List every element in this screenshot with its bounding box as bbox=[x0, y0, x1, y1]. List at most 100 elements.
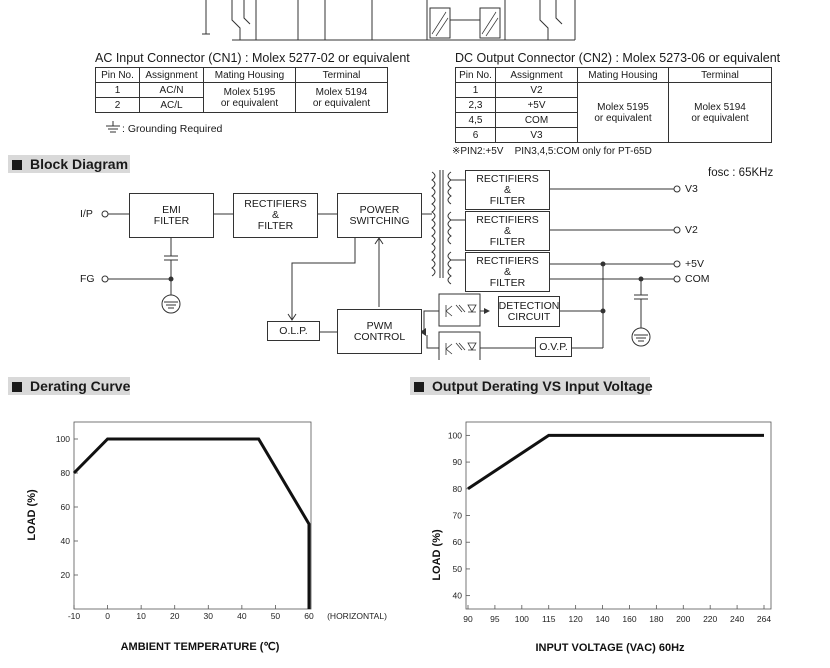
x-tick-label: 40 bbox=[237, 611, 247, 621]
ac-row2-pin: 2 bbox=[95, 97, 140, 113]
y-tick-label: 80 bbox=[453, 484, 463, 494]
dc-row2-pin: 2,3 bbox=[455, 97, 496, 113]
y-tick-label: 70 bbox=[453, 511, 463, 521]
dc-terminal: Molex 5194 or equivalent bbox=[668, 82, 772, 143]
dc-row4-pin: 6 bbox=[455, 127, 496, 143]
optocoupler-icon bbox=[445, 304, 477, 355]
dc-row2-assignment: +5V bbox=[495, 97, 578, 113]
derating-curve-heading: Derating Curve bbox=[8, 377, 130, 395]
y-tick-label: 40 bbox=[453, 591, 463, 601]
mechanical-drawing-fragment bbox=[202, 0, 576, 41]
dc-row3-assignment: COM bbox=[495, 112, 578, 128]
x-tick-label: 30 bbox=[204, 611, 214, 621]
dc-connector-title: DC Output Connector (CN2) : Molex 5273-0… bbox=[455, 51, 781, 65]
ac-header-housing: Mating Housing bbox=[203, 67, 296, 83]
x-tick-label: 10 bbox=[136, 611, 146, 621]
x-tick-label: 100 bbox=[515, 614, 529, 624]
dc-header-terminal: Terminal bbox=[668, 67, 772, 83]
x-tick-label: 95 bbox=[490, 614, 500, 624]
x-tick-label: 140 bbox=[595, 614, 609, 624]
block-diagram-wiring bbox=[101, 170, 681, 360]
y-tick-label: 100 bbox=[56, 434, 70, 444]
ac-row1-assignment: AC/N bbox=[139, 82, 204, 98]
ac-housing: Molex 5195 or equivalent bbox=[203, 82, 296, 113]
input-rectifier-block: RECTIFIERS & FILTER bbox=[233, 193, 318, 238]
output-derating-series-line bbox=[467, 433, 764, 491]
ac-row1-pin: 1 bbox=[95, 82, 140, 98]
section-bullet-icon bbox=[12, 160, 22, 170]
output-5v-label: +5V bbox=[685, 258, 704, 270]
x-tick-label: 120 bbox=[569, 614, 583, 624]
dc-row1-pin: 1 bbox=[455, 82, 496, 98]
section-bullet-icon bbox=[414, 382, 424, 392]
fg-label: FG bbox=[80, 273, 95, 285]
fosc-label: fosc : 65KHz bbox=[708, 167, 774, 179]
olp-block: O.L.P. bbox=[267, 321, 320, 341]
block-diagram-heading-text: Block Diagram bbox=[30, 156, 129, 172]
y-axis-label: LOAD (%) bbox=[26, 489, 38, 541]
x-tick-label: 240 bbox=[730, 614, 744, 624]
x-tick-label: (HORIZONTAL) bbox=[327, 611, 387, 621]
dc-row3-pin: 4,5 bbox=[455, 112, 496, 128]
y-tick-label: 20 bbox=[61, 570, 71, 580]
plot-frame bbox=[465, 421, 772, 610]
ip-label: I/P bbox=[80, 208, 93, 220]
ac-connector-table: Pin No. Assignment Mating Housing Termin… bbox=[95, 67, 388, 113]
power-switching-block: POWER SWITCHING bbox=[337, 193, 422, 238]
derating-curve-heading-text: Derating Curve bbox=[30, 378, 131, 394]
y-tick-label: 100 bbox=[448, 430, 462, 440]
detection-circuit-block: DETECTION CIRCUIT bbox=[498, 296, 560, 327]
rectifier-v2-block: RECTIFIERS & FILTER bbox=[465, 211, 550, 251]
x-tick-label: 220 bbox=[703, 614, 717, 624]
rectifier-v3-block: RECTIFIERS & FILTER bbox=[465, 170, 550, 210]
x-tick-label: 60 bbox=[304, 611, 314, 621]
y-tick-label: 60 bbox=[453, 537, 463, 547]
x-tick-label: 90 bbox=[463, 614, 473, 624]
ac-terminal: Molex 5194 or equivalent bbox=[295, 82, 388, 113]
output-com-label: COM bbox=[685, 273, 710, 285]
block-diagram-heading: Block Diagram bbox=[8, 155, 130, 173]
x-tick-label: -10 bbox=[68, 611, 81, 621]
dc-header-assignment: Assignment bbox=[495, 67, 578, 83]
dc-row1-assignment: V2 bbox=[495, 82, 578, 98]
dc-pin-note: ※PIN2:+5V PIN3,4,5:COM only for PT-65D bbox=[452, 146, 652, 157]
plot-frame bbox=[73, 421, 312, 610]
x-axis-label: INPUT VOLTAGE (VAC) 60Hz bbox=[535, 642, 685, 654]
output-derating-heading: Output Derating VS Input Voltage bbox=[410, 377, 653, 395]
ac-header-terminal: Terminal bbox=[295, 67, 388, 83]
y-tick-label: 40 bbox=[61, 536, 71, 546]
ac-row2-assignment: AC/L bbox=[139, 97, 204, 113]
y-tick-label: 60 bbox=[61, 502, 71, 512]
output-derating-heading-text: Output Derating VS Input Voltage bbox=[432, 378, 653, 394]
derating-curve-chart: 20 40 60 80 100 -10 0 10 20 30 40 50 60 (HORIZONTAL) A… bbox=[26, 421, 387, 653]
dc-housing: Molex 5195 or equivalent bbox=[577, 82, 669, 143]
section-bullet-icon bbox=[12, 382, 22, 392]
output-v3-label: V3 bbox=[685, 183, 698, 195]
dc-header-housing: Mating Housing bbox=[577, 67, 669, 83]
dc-row4-assignment: V3 bbox=[495, 127, 578, 143]
x-tick-label: 50 bbox=[271, 611, 281, 621]
ac-header-assignment: Assignment bbox=[139, 67, 204, 83]
x-tick-label: 180 bbox=[649, 614, 663, 624]
x-tick-label: 0 bbox=[105, 611, 110, 621]
ground-symbol-icon bbox=[106, 121, 120, 133]
y-tick-label: 90 bbox=[453, 457, 463, 467]
output-v2-label: V2 bbox=[685, 224, 698, 236]
grounding-note: : Grounding Required bbox=[122, 123, 223, 135]
rectifier-5v-block: RECTIFIERS & FILTER bbox=[465, 252, 550, 292]
x-tick-label: 20 bbox=[170, 611, 180, 621]
emi-filter-block: EMI FILTER bbox=[129, 193, 214, 238]
x-tick-label: 115 bbox=[542, 614, 556, 624]
y-tick-label: 50 bbox=[453, 564, 463, 574]
x-tick-label: 200 bbox=[676, 614, 690, 624]
dc-header-pin: Pin No. bbox=[455, 67, 496, 83]
ovp-block: O.V.P. bbox=[535, 337, 572, 357]
y-axis-label: LOAD (%) bbox=[431, 529, 443, 581]
ac-connector-title: AC Input Connector (CN1) : Molex 5277-02… bbox=[95, 51, 410, 65]
derating-series-line bbox=[72, 437, 311, 609]
x-axis-label: AMBIENT TEMPERATURE (℃) bbox=[121, 641, 280, 653]
y-tick-label: 80 bbox=[61, 468, 71, 478]
dc-connector-table: Pin No. Assignment Mating Housing Termin… bbox=[455, 67, 772, 143]
ac-header-pin: Pin No. bbox=[95, 67, 140, 83]
